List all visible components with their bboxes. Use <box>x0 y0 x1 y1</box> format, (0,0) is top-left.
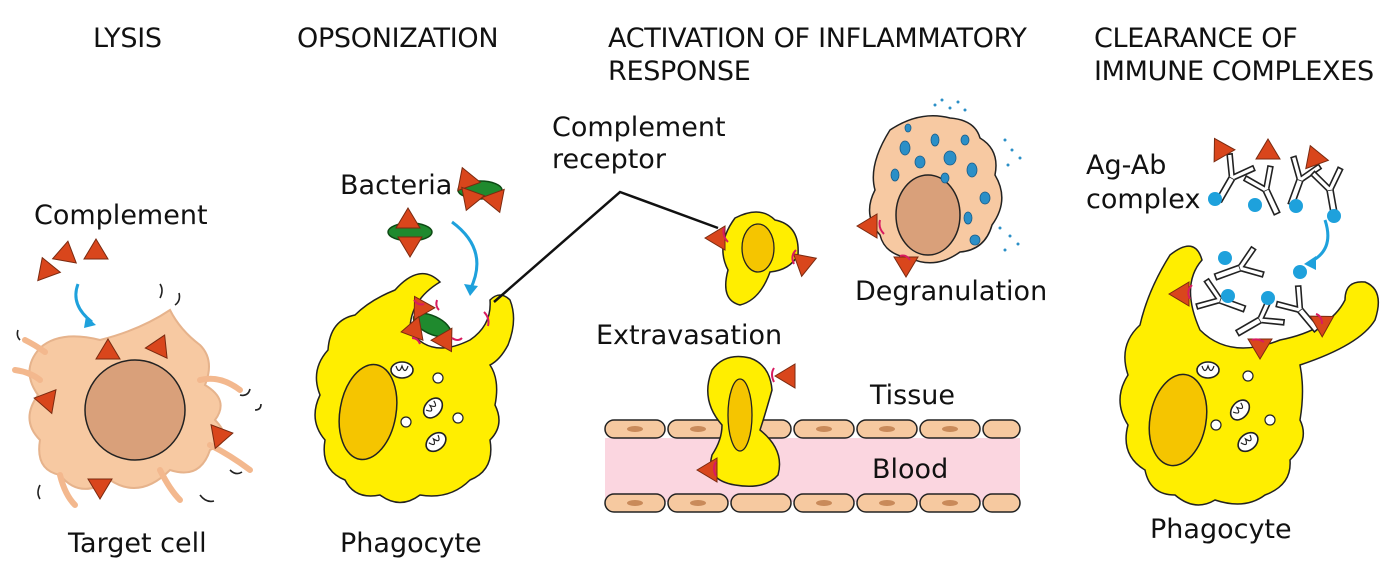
heading-inflammatory-line2: RESPONSE <box>608 56 751 87</box>
label-phagocyte-right: Phagocyte <box>1150 514 1292 545</box>
heading-opsonization: OPSONIZATION <box>297 23 499 54</box>
label-target-cell: Target cell <box>68 528 207 559</box>
label-bacteria: Bacteria <box>340 170 453 201</box>
mast-cell <box>856 98 1022 278</box>
blood-vessel <box>604 419 1021 513</box>
lysis-panel <box>12 238 262 508</box>
label-complement: Complement <box>34 200 208 231</box>
label-complement-receptor-line2: receptor <box>552 144 666 175</box>
clearance-panel <box>1119 131 1380 506</box>
curved-arrow-icon <box>74 283 93 324</box>
phagocyte-left <box>314 273 515 504</box>
heading-clearance-line2: IMMUNE COMPLEXES <box>1094 56 1374 87</box>
target-cell <box>12 283 262 508</box>
heading-clearance-line1: CLEARANCE OF <box>1094 23 1298 54</box>
opsonization-panel <box>314 163 515 504</box>
complement-receptor-pointer <box>493 190 719 303</box>
heading-lysis: LYSIS <box>93 23 162 54</box>
complement-triangle-icon <box>30 238 109 282</box>
label-degranulation: Degranulation <box>855 276 1048 307</box>
label-ag-ab-line1: Ag-Ab <box>1086 150 1167 181</box>
bacteria-icon <box>387 163 512 258</box>
extravasating-cell <box>696 355 796 487</box>
inflammatory-panel <box>604 98 1022 513</box>
antibody-icon <box>1204 151 1352 222</box>
label-complement-receptor-line1: Complement <box>552 112 726 143</box>
phagocyte-right <box>1119 244 1380 506</box>
heading-inflammatory-line1: ACTIVATION OF INFLAMMATORY <box>608 23 1027 54</box>
label-phagocyte-left: Phagocyte <box>340 528 482 559</box>
activated-cell <box>704 211 821 306</box>
label-tissue: Tissue <box>870 380 956 411</box>
label-extravasation: Extravasation <box>596 320 783 351</box>
label-ag-ab-line2: complex <box>1086 184 1201 215</box>
label-blood: Blood <box>872 454 949 485</box>
